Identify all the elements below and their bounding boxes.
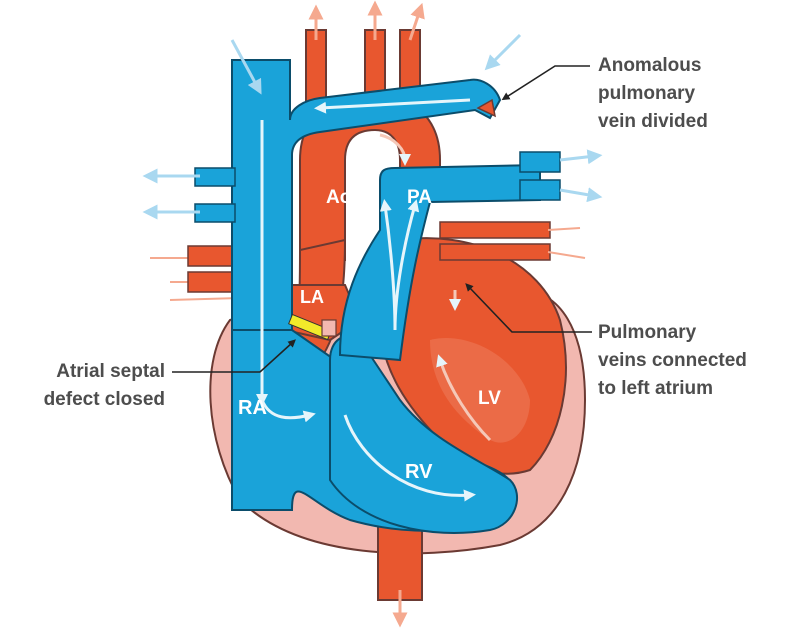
- callout-anomalous-line2: pulmonary: [598, 83, 696, 104]
- label-pa: PA: [407, 187, 432, 208]
- callout-pulmonary-line2: veins connected: [598, 350, 747, 371]
- callout-pulmonary-line3: to left atrium: [598, 378, 713, 399]
- label-la: LA: [300, 287, 324, 307]
- callout-pulmonary-line1: Pulmonary: [598, 322, 697, 343]
- label-ao: Ao: [326, 187, 351, 208]
- callout-anomalous-line1: Anomalous: [598, 55, 701, 76]
- right-pulmonary-branch-lower: [520, 180, 560, 200]
- label-ra: RA: [238, 397, 267, 419]
- label-lv: LV: [478, 388, 501, 409]
- callout-pulmonary-veins: Pulmonary veins connected to left atrium: [598, 322, 747, 399]
- callout-septal-defect: Atrial septal defect closed: [44, 361, 165, 410]
- callout-anomalous-line3: vein divided: [598, 111, 708, 132]
- left-blue-vessels: [195, 168, 235, 222]
- right-pulmonary-branch-upper: [520, 152, 560, 172]
- callout-septal-line1: Atrial septal: [56, 361, 165, 382]
- callout-anomalous-vein: Anomalous pulmonary vein divided: [598, 55, 708, 132]
- label-rv: RV: [405, 461, 433, 483]
- callout-septal-line2: defect closed: [44, 389, 165, 410]
